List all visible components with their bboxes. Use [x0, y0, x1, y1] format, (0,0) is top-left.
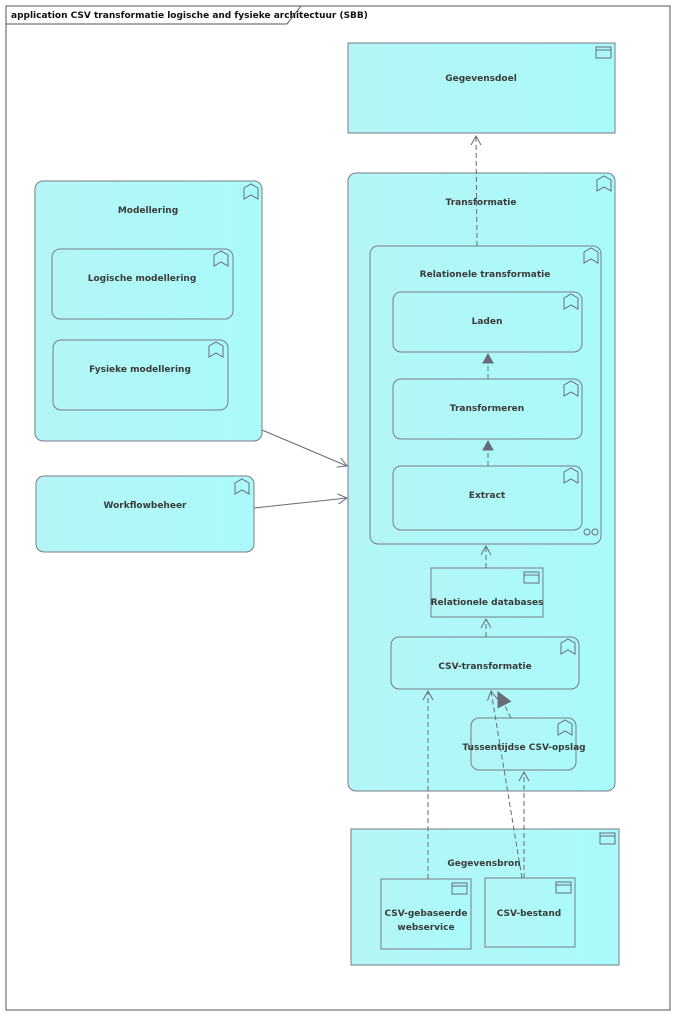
node-label: CSV-bestand	[497, 909, 561, 919]
node-csv-bestand[interactable]: CSV-bestand	[484, 877, 576, 948]
function-icon	[557, 719, 573, 736]
node-label: CSV-transformatie	[438, 662, 531, 672]
node-workflowbeheer[interactable]: Workflowbeheer	[35, 475, 255, 553]
node-label: Gegevensbron	[447, 859, 520, 869]
function-icon	[243, 183, 259, 200]
flow-transformatie-gegevensdoel	[470, 134, 482, 247]
function-icon	[560, 638, 576, 655]
component-icon	[595, 46, 612, 59]
node-label: Modellering	[118, 206, 178, 216]
node-label-line1: CSV-gebaseerde	[385, 909, 468, 919]
component-icon	[555, 881, 572, 894]
node-gegevensdoel[interactable]: Gegevensdoel	[347, 42, 616, 134]
node-label: Transformeren	[450, 404, 524, 414]
component-icon	[599, 832, 616, 845]
function-icon	[234, 478, 250, 495]
node-label: Relationele databases	[431, 598, 544, 608]
node-extract[interactable]: Extract	[392, 465, 583, 531]
node-transformeren[interactable]: Transformeren	[392, 378, 583, 440]
node-tussentijdse-csv-opslag[interactable]: Tussentijdse CSV-opslag	[462, 717, 586, 771]
node-label-line2: webservice	[397, 923, 454, 933]
function-icon	[563, 467, 579, 484]
node-label: Laden	[472, 317, 503, 327]
function-icon	[213, 250, 229, 267]
frame-title: application CSV transformatie logische a…	[11, 11, 368, 21]
node-label: Logische modellering	[88, 274, 197, 284]
node-label: Fysieke modellering	[89, 365, 191, 375]
assoc-modellering-transformatie	[261, 429, 348, 468]
node-label: Tussentijdse CSV-opslag	[462, 743, 585, 753]
node-logische-modellering[interactable]: Logische modellering	[51, 248, 234, 320]
node-fysieke-modellering[interactable]: Fysieke modellering	[52, 339, 229, 411]
link-icon	[583, 528, 599, 536]
node-laden[interactable]: Laden	[392, 291, 583, 353]
function-icon	[563, 380, 579, 397]
node-label: Relationele transformatie	[420, 270, 551, 280]
node-label: Workflowbeheer	[104, 501, 188, 511]
assoc-workflowbeheer-transformatie	[253, 493, 349, 509]
node-relationele-databases[interactable]: Relationele databases	[430, 567, 544, 618]
relationships	[253, 134, 530, 879]
node-csv-transformatie[interactable]: CSV-transformatie	[390, 636, 580, 690]
node-csv-webservice[interactable]: CSV-gebaseerde webservice	[380, 878, 472, 950]
node-label: Extract	[469, 491, 506, 501]
function-icon	[563, 293, 579, 310]
function-icon	[583, 247, 599, 264]
node-label: Transformatie	[446, 198, 517, 208]
function-icon	[208, 341, 224, 358]
component-icon	[523, 571, 540, 584]
trigger-opslag-csv-transformatie	[497, 691, 512, 719]
component-icon	[451, 882, 468, 895]
node-label: Gegevensdoel	[445, 74, 517, 84]
function-icon	[596, 175, 612, 192]
